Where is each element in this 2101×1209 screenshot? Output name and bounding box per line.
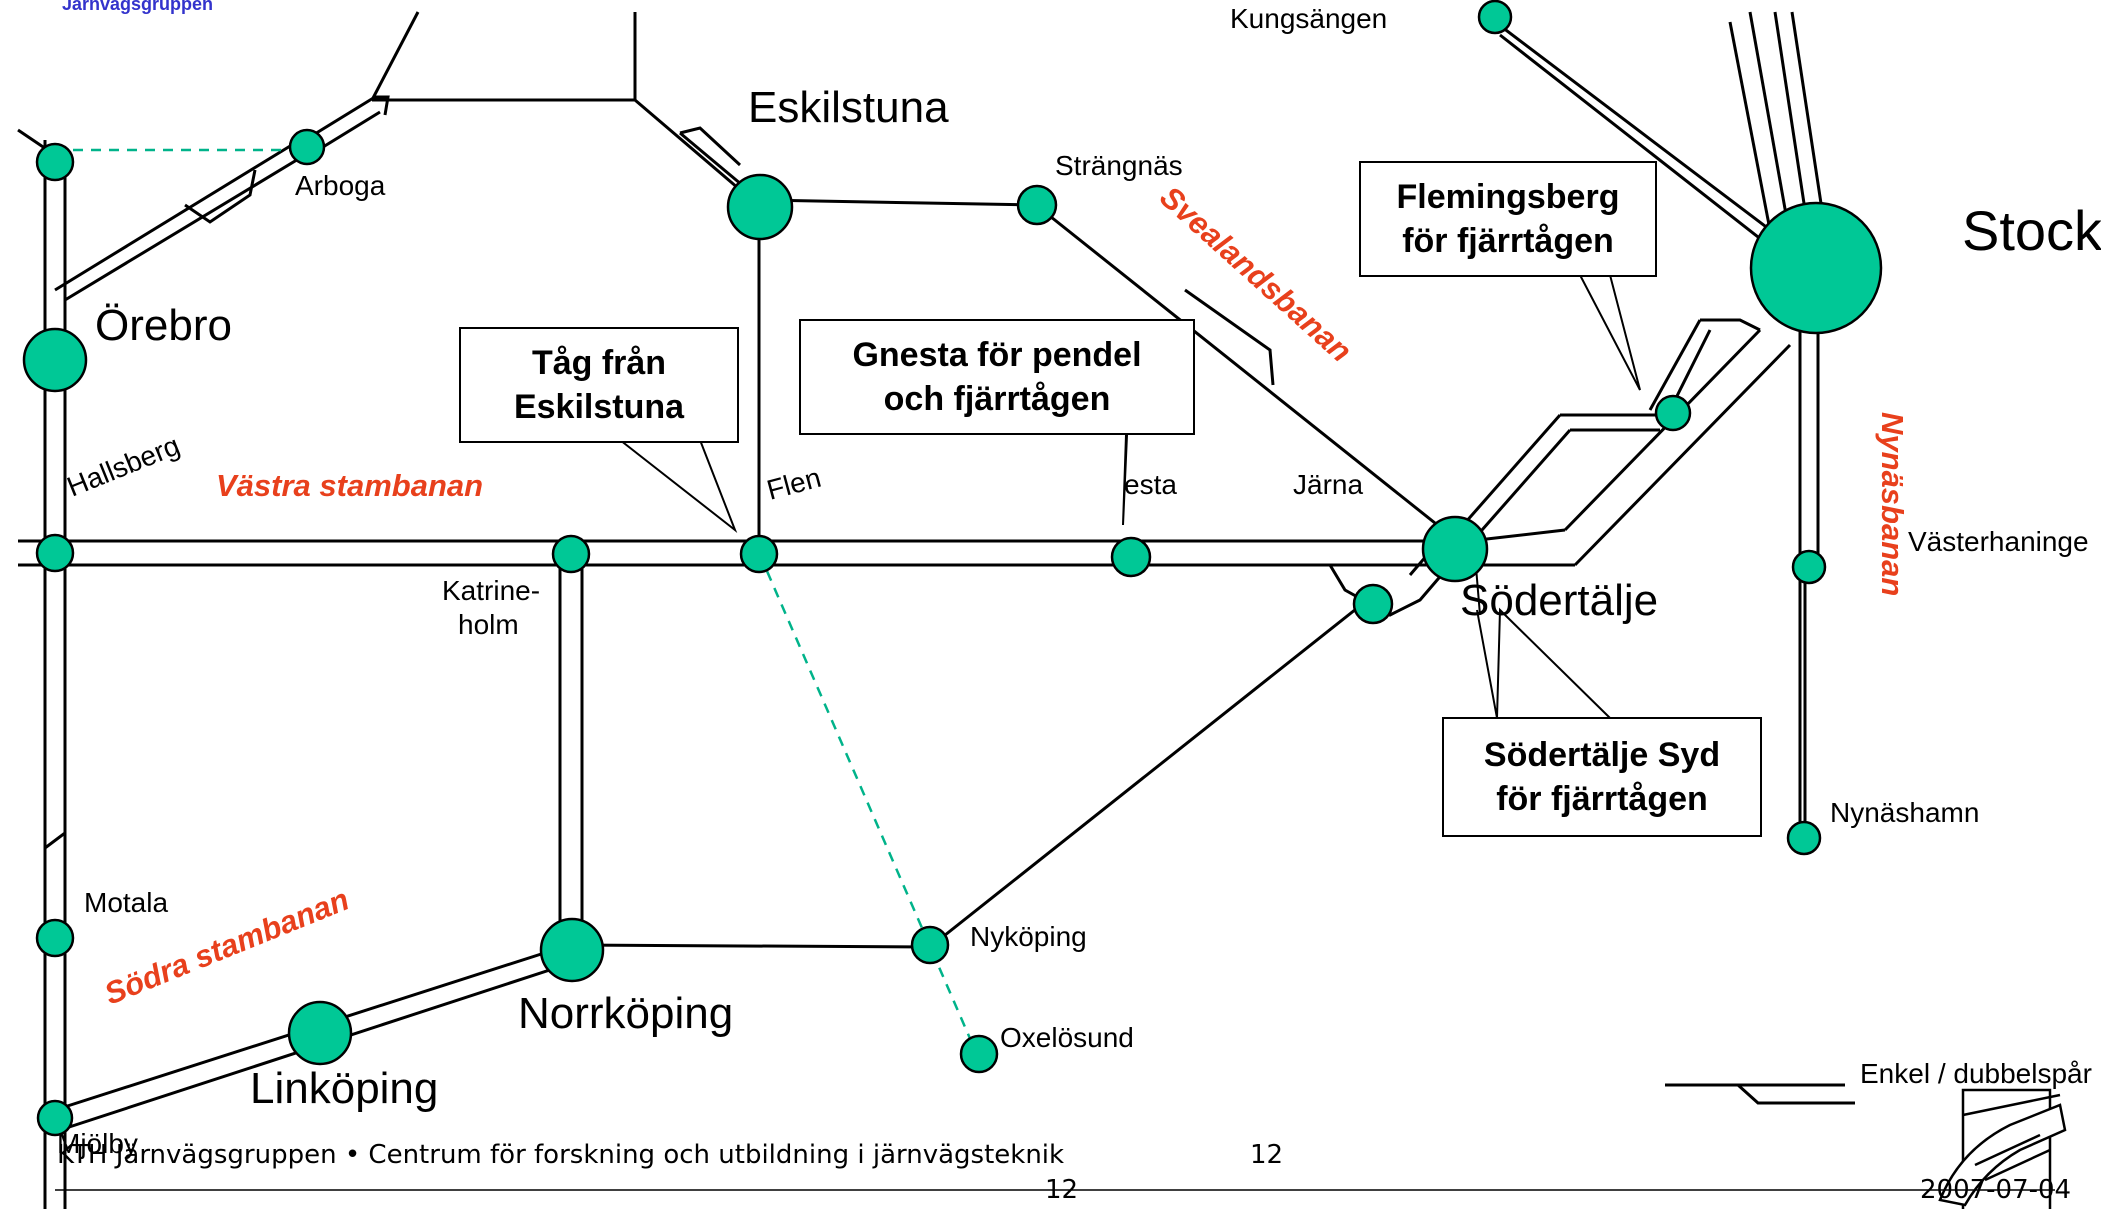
label-hallsberg: Hallsberg bbox=[63, 430, 184, 503]
footer-page-number-below: 12 bbox=[1045, 1175, 1078, 1205]
station-eskilstuna bbox=[726, 173, 794, 241]
callout-tag-fran-eskilstuna: Tåg från Eskilstuna bbox=[459, 327, 739, 443]
callout-tag-line2: Eskilstuna bbox=[514, 388, 685, 426]
station-katrineholm bbox=[551, 534, 591, 574]
callout-gnesta-line2: och fjärrtågen bbox=[884, 380, 1111, 418]
label-orebro: Örebro bbox=[95, 301, 232, 350]
station-flen bbox=[739, 534, 779, 574]
callout-flemingsberg-line2: för fjärrtågen bbox=[1402, 222, 1614, 260]
label-eskilstuna: Eskilstuna bbox=[748, 83, 949, 132]
station-oxelosund bbox=[959, 1034, 999, 1074]
station-labels: Kungsängen Eskilstuna Strängnäs Arboga Ö… bbox=[57, 3, 2101, 1159]
callout-sodertalje-line1: Södertälje Syd bbox=[1484, 736, 1720, 774]
label-stockholm: Stockh bbox=[1962, 199, 2101, 262]
line-name-nynasbanan: Nynäsbanan bbox=[1875, 412, 1910, 596]
station-mjolby bbox=[36, 1099, 74, 1137]
label-katrineholm-2: holm bbox=[458, 609, 519, 640]
stations bbox=[22, 0, 1883, 1137]
station-kungsangen bbox=[1477, 0, 1513, 35]
brand-label: Järnvägsgruppen bbox=[62, 0, 213, 14]
line-name-vastra-stambanan: Västra stambanan bbox=[216, 468, 483, 503]
station-arboga bbox=[288, 128, 326, 166]
legend: Enkel / dubbelspår bbox=[1665, 1058, 2092, 1105]
callout-gnesta-line1: Gnesta för pendel bbox=[852, 336, 1141, 374]
label-vasterhaninge: Västerhaninge bbox=[1908, 526, 2089, 557]
label-gnesta: esta bbox=[1124, 469, 1177, 500]
station-unnamed-west bbox=[35, 142, 75, 182]
label-motala: Motala bbox=[84, 887, 168, 918]
station-motala bbox=[35, 918, 75, 958]
train-icon bbox=[1938, 1088, 2067, 1209]
label-linkoping: Linköping bbox=[250, 1064, 438, 1113]
station-flemingsberg bbox=[1654, 394, 1692, 432]
label-oxelosund: Oxelösund bbox=[1000, 1022, 1134, 1053]
callout-gnesta: Gnesta för pendel och fjärrtågen bbox=[799, 319, 1195, 435]
label-arboga: Arboga bbox=[295, 170, 386, 201]
station-nynashamn bbox=[1786, 820, 1822, 856]
label-sodertalje: Södertälje bbox=[1460, 576, 1658, 625]
footer-page-number: 12 bbox=[1250, 1140, 1283, 1170]
callout-flemingsberg: Flemingsberg för fjärrtågen bbox=[1359, 161, 1657, 277]
station-stockholm bbox=[1749, 201, 1883, 335]
label-mjolby: Mjölby bbox=[57, 1128, 138, 1159]
footer-date: 2007-07-04 bbox=[1920, 1175, 2071, 1205]
callout-tag-line1: Tåg från bbox=[532, 344, 666, 382]
label-nykoping: Nyköping bbox=[970, 921, 1087, 952]
label-katrineholm-1: Katrine- bbox=[442, 575, 540, 606]
station-strangnas bbox=[1016, 184, 1058, 226]
label-strangnas: Strängnäs bbox=[1055, 150, 1183, 181]
station-orebro bbox=[22, 327, 88, 393]
station-norrkoping bbox=[539, 917, 605, 983]
station-vasterhaninge bbox=[1791, 549, 1827, 585]
station-gnesta bbox=[1110, 536, 1152, 578]
label-flen: Flen bbox=[764, 462, 825, 506]
label-jarna: Järna bbox=[1293, 469, 1363, 500]
callout-sodertalje-line2: för fjärrtågen bbox=[1496, 780, 1708, 818]
label-kungsangen: Kungsängen bbox=[1230, 3, 1387, 34]
footer: KTH Järnvägsgruppen • Centrum för forskn… bbox=[55, 1140, 2071, 1205]
station-linkoping bbox=[287, 1000, 353, 1066]
station-hallsberg bbox=[35, 533, 75, 573]
callout-sodertalje-syd: Södertälje Syd för fjärrtågen bbox=[1442, 717, 1762, 837]
label-nynashamn: Nynäshamn bbox=[1830, 797, 1979, 828]
callout-flemingsberg-line1: Flemingsberg bbox=[1397, 178, 1620, 216]
label-norrkoping: Norrköping bbox=[518, 989, 733, 1038]
legend-label: Enkel / dubbelspår bbox=[1860, 1058, 2092, 1089]
footer-text: KTH Järnvägsgruppen • Centrum för forskn… bbox=[57, 1140, 1064, 1170]
station-nykoping bbox=[910, 925, 950, 965]
station-sodertalje bbox=[1421, 515, 1489, 583]
dashed-links bbox=[55, 148, 977, 1051]
station-sodertalje-syd bbox=[1352, 583, 1394, 625]
